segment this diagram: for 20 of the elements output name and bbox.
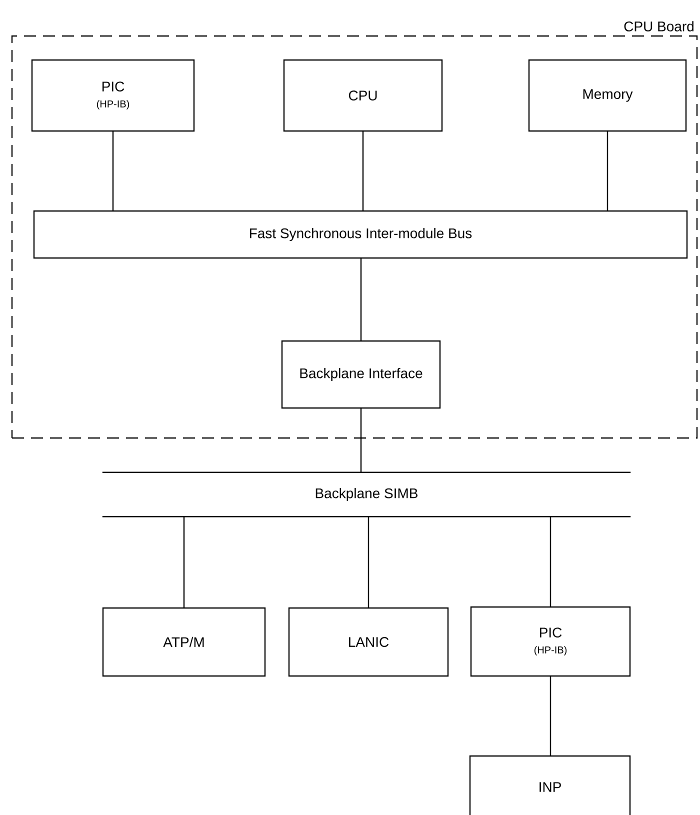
block-box: Fast Synchronous Inter-module Bus xyxy=(33,210,688,259)
block-box: PIC (HP-IB) xyxy=(470,606,631,677)
block-box: CPU xyxy=(283,59,443,132)
node-label: CPU Board xyxy=(624,21,694,32)
connector-line xyxy=(360,258,362,341)
connector-line xyxy=(362,131,364,211)
connector-line xyxy=(183,516,185,608)
connector-line xyxy=(112,131,114,211)
connector-line xyxy=(606,131,608,211)
block-box: PIC (HP-IB) xyxy=(31,59,195,132)
bus-band: Backplane SIMB xyxy=(102,472,631,518)
block-box: INP xyxy=(469,755,631,815)
block-box: ATP/M xyxy=(102,607,266,677)
connector-line xyxy=(550,676,552,756)
connector-line xyxy=(360,408,362,473)
connector-line xyxy=(368,516,370,608)
block-box: LANIC xyxy=(288,607,449,677)
block-box: Backplane Interface xyxy=(281,340,441,409)
block-box: Memory xyxy=(528,59,687,132)
connector-line xyxy=(550,516,552,607)
